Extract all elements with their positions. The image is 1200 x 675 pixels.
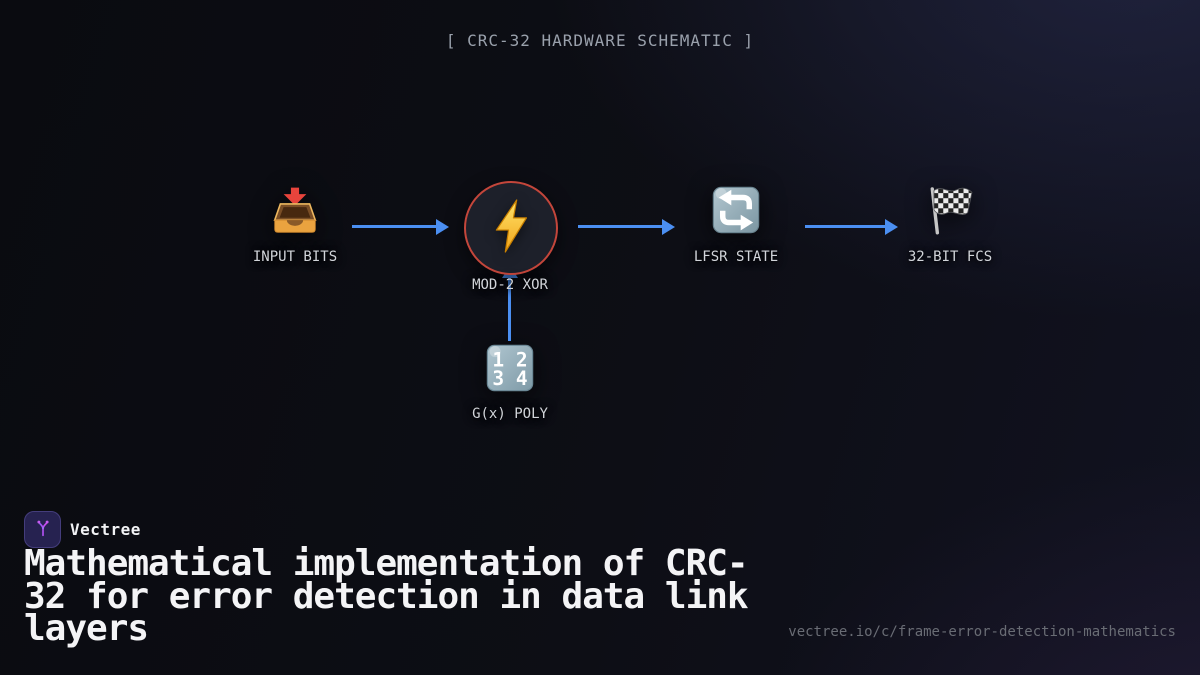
node-label-mod2-xor: MOD-2 XOR — [472, 277, 548, 293]
arrow-poly-to-xor — [508, 278, 511, 341]
node-label-gx-poly: G(x) POLY — [472, 406, 548, 422]
svg-text:3 4: 3 4 — [492, 367, 527, 390]
lightning-bolt-icon — [485, 197, 537, 259]
headline-line-3: layers — [24, 608, 149, 649]
headline-line-1: Mathematical implementation of CRC- — [24, 543, 749, 584]
vectree-branch-icon — [32, 517, 54, 543]
cycle-arrows-icon — [711, 185, 761, 239]
arrow-lfsr-to-fcs — [805, 225, 885, 228]
page-url: vectree.io/c/frame-error-detection-mathe… — [788, 624, 1176, 640]
node-label-lfsr-state: LFSR STATE — [693, 249, 779, 265]
schematic-title: [ CRC-32 HARDWARE SCHEMATIC ] — [445, 31, 755, 50]
brand-row: Vectree — [24, 511, 141, 548]
arrow-xor-to-lfsr — [578, 225, 662, 228]
headline-line-2: 32 for error detection in data link — [24, 575, 749, 617]
inbox-tray-icon — [269, 186, 321, 242]
node-label-32bit-fcs: 32-BIT FCS — [907, 249, 993, 265]
checkered-flag-icon — [923, 183, 977, 241]
xor-node-circle — [464, 181, 558, 275]
brand-name: Vectree — [70, 520, 141, 539]
arrow-input-to-xor — [352, 225, 436, 228]
headline: Mathematical implementation of CRC- 32 f… — [24, 543, 749, 649]
vectree-logo — [24, 511, 61, 548]
svg-text:1 2: 1 2 — [492, 348, 527, 371]
input-numbers-icon: 1 2 3 4 — [485, 343, 535, 397]
node-label-input-bits: INPUT BITS — [252, 249, 338, 265]
